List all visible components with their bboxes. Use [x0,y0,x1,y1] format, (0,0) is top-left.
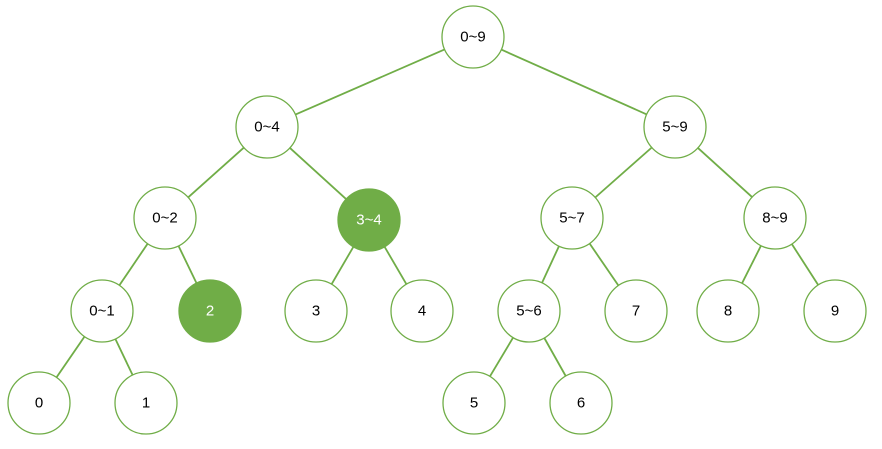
tree-node-0-1: 0~1 [70,279,134,343]
edge-n0-4-n3-4 [289,147,347,200]
node-label: 3~4 [356,212,381,229]
nodes-layer: 0~9 0~4 5~9 0~2 3~4 5~7 8~9 0~1 2 3 4 5~6 7 8 9 0 1 5 6 [7,5,867,435]
node-circle [284,279,348,343]
node-circle [442,371,506,435]
node-label: 9 [831,303,839,320]
node-circle [540,186,604,250]
tree-node-0: 0 [7,371,71,435]
node-label: 5~9 [662,119,687,136]
node-circle [604,279,668,343]
tree-node-8-9: 8~9 [743,186,807,250]
node-circle [803,279,867,343]
node-label: 0~4 [254,119,279,136]
node-circle [178,279,242,343]
edges-layer [55,48,819,378]
edge-n5-9-n8-9 [697,147,753,198]
tree-node-1: 1 [114,371,178,435]
edge-n0-9-n0-4 [295,48,445,116]
edge-n0-2-n2 [177,245,198,284]
edge-n0-1-n0 [55,336,86,378]
tree-node-4: 4 [390,279,454,343]
edge-n5-7-n5-6 [541,245,560,284]
tree-node-0-9: 0~9 [441,5,505,69]
node-label: 5~6 [516,303,541,320]
node-circle [7,371,71,435]
node-label: 0~2 [152,210,177,227]
node-label: 5~7 [559,210,584,227]
tree-node-7: 7 [604,279,668,343]
tree-node-5-9: 5~9 [643,95,707,159]
node-label: 2 [206,303,214,320]
tree-node-8: 8 [696,279,760,343]
tree-node-2: 2 [178,279,242,343]
edge-n0-4-n0-2 [187,146,245,199]
edge-n0-1-n1 [114,338,134,376]
node-circle [133,186,197,250]
node-circle [743,186,807,250]
tree-node-6: 6 [549,371,613,435]
node-label: 3 [312,303,320,320]
tree-node-0-2: 0~2 [133,186,197,250]
node-label: 0~1 [89,303,114,320]
node-circle [643,95,707,159]
edge-n5-6-n5 [489,337,514,377]
node-circle [549,371,613,435]
tree-node-5-7: 5~7 [540,186,604,250]
node-circle [390,279,454,343]
node-circle [235,95,299,159]
node-label: 8 [724,303,732,320]
edge-n0-9-n5-9 [500,48,648,116]
node-label: 5 [470,395,478,412]
edge-n8-9-n8 [741,245,762,284]
node-label: 0 [35,395,43,412]
node-label: 0~9 [460,29,485,46]
edge-n3-4-n4 [383,246,408,285]
node-circle [70,279,134,343]
tree-node-3-4: 3~4 [337,188,401,252]
edge-n5-6-n6 [543,337,567,377]
node-label: 8~9 [762,210,787,227]
node-label: 7 [632,303,640,320]
tree-node-3: 3 [284,279,348,343]
node-label: 4 [418,303,426,320]
edge-n3-4-n3 [330,246,355,285]
edge-n0-2-n0-1 [118,243,149,286]
node-circle [696,279,760,343]
node-circle [497,279,561,343]
tree-node-9: 9 [803,279,867,343]
tree-node-5: 5 [442,371,506,435]
tree-node-0-4: 0~4 [235,95,299,159]
edge-n5-9-n5-7 [594,146,653,199]
node-label: 1 [142,395,150,412]
tree-node-5-6: 5~6 [497,279,561,343]
edge-n5-7-n7 [588,242,620,287]
node-circle [337,188,401,252]
node-circle [441,5,505,69]
node-circle [114,371,178,435]
edge-n8-9-n9 [791,243,819,286]
node-label: 6 [577,395,585,412]
